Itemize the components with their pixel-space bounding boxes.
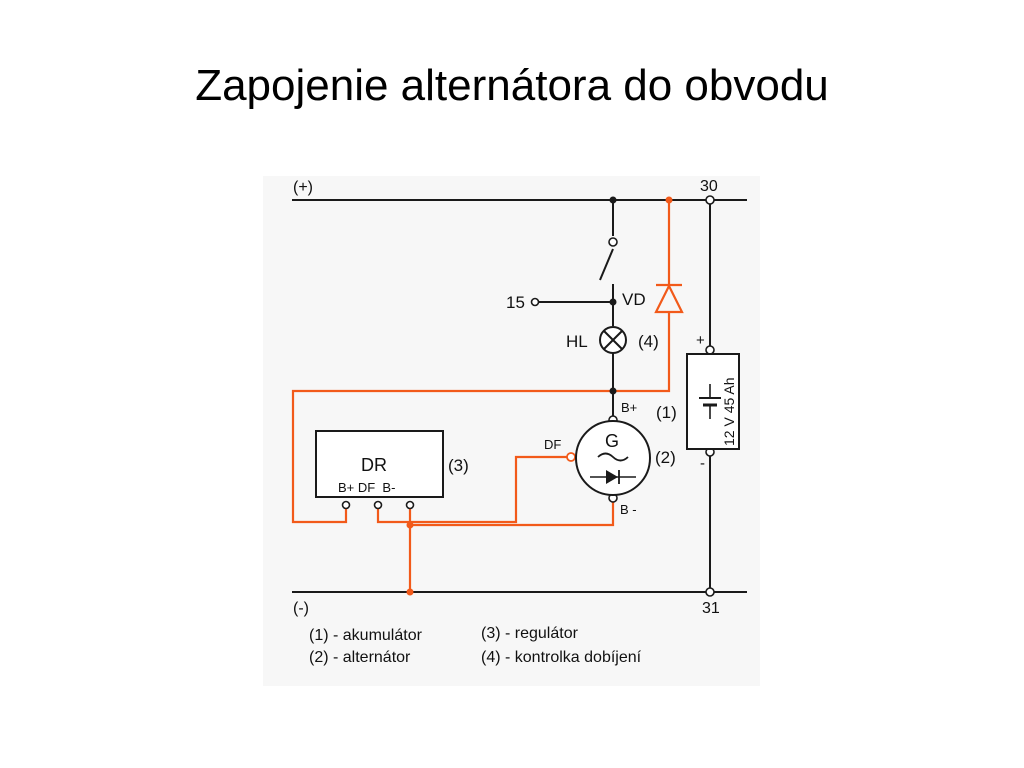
- terminal-31-label: 31: [702, 600, 720, 617]
- junction-dot: [406, 521, 414, 529]
- legend-item-3: (3) - regulátor: [481, 625, 579, 642]
- bplus-loop-wire: [291, 312, 671, 524]
- diode-symbol: [654, 283, 684, 314]
- battery-symbol: [686, 353, 740, 450]
- orange-wires: [291, 200, 671, 592]
- ignition-switch-lever: [599, 248, 614, 281]
- diode-triangle: [654, 283, 684, 314]
- junction-dot: [609, 298, 617, 306]
- slide-title: Zapojenie alternátora do obvodu: [195, 61, 829, 110]
- terminal-15-label: 15: [506, 293, 525, 312]
- junction-dot: [609, 387, 617, 395]
- battery-box: [686, 353, 740, 450]
- circuit-diagram: (+) 30 (-) 31 15 VD HL (4) B+ (1) G DF (…: [263, 176, 760, 686]
- battery-minus-label: -: [700, 455, 705, 472]
- generator-label: G: [605, 431, 619, 451]
- lamp-cross: [603, 330, 623, 350]
- generator-ground-wire: [410, 498, 615, 527]
- generator-df-label: DF: [544, 437, 561, 452]
- battery-plus-terminal: [705, 345, 715, 355]
- terminals: [341, 195, 715, 597]
- battery-number: (1): [656, 403, 677, 422]
- battery-plus-label: +: [696, 332, 705, 349]
- generator-symbol: [575, 420, 651, 496]
- terminal-30: [705, 195, 715, 205]
- junction-dot: [609, 196, 617, 204]
- terminal-31: [705, 587, 715, 597]
- generator-df-terminal: [566, 452, 576, 462]
- black-wires: [292, 199, 747, 593]
- regulator-df-pin: [373, 500, 383, 510]
- regulator-bplus-pin: [341, 500, 351, 510]
- battery-rating: 12 V 45 Ah: [721, 377, 737, 446]
- generator-bminus-label: B -: [620, 502, 637, 517]
- regulator-pins: B+ DF B-: [338, 480, 395, 495]
- lamp-number: (4): [638, 332, 659, 351]
- diagram-labels: (+) 30 (-) 31 15 VD HL (4) B+ (1) G DF (…: [293, 178, 737, 617]
- lamp-label: HL: [566, 332, 588, 351]
- legend-item-1: (1) - akumulátor: [309, 627, 423, 644]
- df-wire: [376, 455, 571, 524]
- circuit-svg: (+) 30 (-) 31 15 VD HL (4) B+ (1) G DF (…: [291, 178, 747, 666]
- rail-minus-label: (-): [293, 600, 309, 617]
- ac-wave-icon: [597, 452, 629, 462]
- legend: (1) - akumulátor (2) - alternátor (3) - …: [309, 625, 642, 666]
- junction-dot: [406, 588, 414, 596]
- legend-item-2: (2) - alternátor: [309, 649, 411, 666]
- terminal-15: [530, 297, 540, 307]
- rectifier-diode-icon: [606, 470, 618, 484]
- switch-contact: [608, 237, 618, 247]
- diode-label: VD: [622, 290, 646, 309]
- junction-dot: [665, 196, 673, 204]
- lamp-symbol: [599, 326, 627, 354]
- rail-plus-label: (+): [293, 179, 313, 196]
- regulator-bminus-pin: [405, 500, 415, 510]
- generator-bplus-label: B+: [621, 400, 637, 415]
- regulator-box: [315, 430, 444, 498]
- junctions: [406, 196, 673, 596]
- regulator-label: DR: [361, 455, 387, 475]
- terminal-30-label: 30: [700, 178, 718, 195]
- generator-number: (2): [655, 448, 676, 467]
- regulator-number: (3): [448, 456, 469, 475]
- legend-item-4: (4) - kontrolka dobíjení: [481, 649, 642, 666]
